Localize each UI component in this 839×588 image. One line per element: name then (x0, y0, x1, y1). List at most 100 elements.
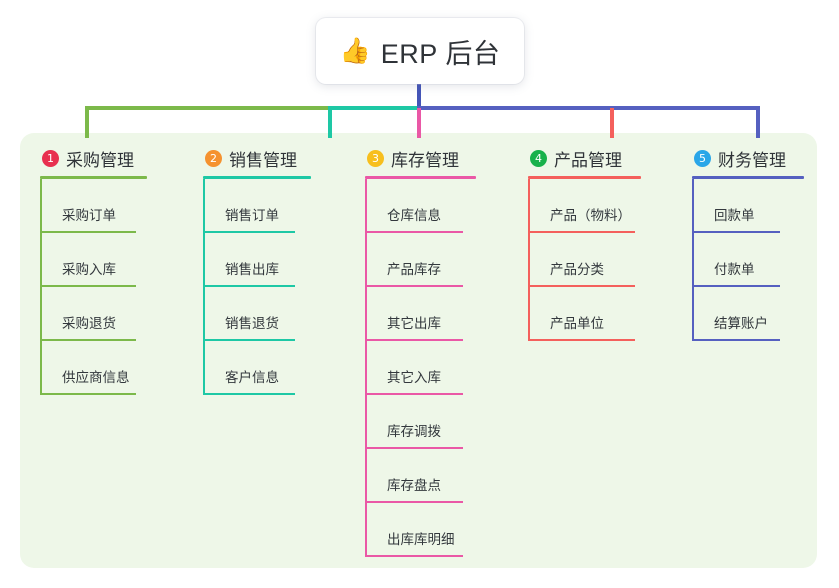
branch-items-2: 销售订单销售出库销售退货客户信息 (203, 179, 311, 395)
leaf-node[interactable]: 付款单 (692, 233, 804, 287)
connector-drop-3 (417, 108, 421, 138)
branch-items-3: 仓库信息产品库存其它出库其它入库库存调拨库存盘点出库库明细 (365, 179, 476, 557)
leaf-node[interactable]: 产品（物料） (528, 179, 641, 233)
leaf-node-underline (367, 555, 463, 557)
branch-header-2[interactable]: 2 销售管理 (203, 145, 311, 171)
branch-badge-3: 3 (367, 149, 384, 167)
leaf-node[interactable]: 其它入库 (365, 341, 476, 395)
branch-underline-4 (528, 176, 641, 179)
branch-badge-4: 4 (530, 149, 547, 167)
branch-header-1[interactable]: 1 采购管理 (40, 145, 147, 171)
branch-header-4[interactable]: 4 产品管理 (528, 145, 641, 171)
branch-title-1: 采购管理 (66, 150, 134, 170)
branch-title-4: 产品管理 (554, 150, 622, 170)
leaf-node[interactable]: 库存盘点 (365, 449, 476, 503)
branch-underline-5 (692, 176, 804, 179)
diagram-panel (20, 133, 817, 568)
branch-column-3: 3 库存管理仓库信息产品库存其它出库其它入库库存调拨库存盘点出库库明细 (365, 145, 476, 557)
branch-badge-2: 2 (205, 149, 222, 167)
leaf-node[interactable]: 产品分类 (528, 233, 641, 287)
leaf-node-underline (694, 339, 780, 341)
branch-underline-2 (203, 176, 311, 179)
branch-badge-5: 5 (694, 149, 711, 167)
leaf-node-underline (42, 285, 136, 287)
leaf-node[interactable]: 出库库明细 (365, 503, 476, 557)
leaf-node-underline (530, 231, 635, 233)
leaf-node-label: 产品分类 (550, 262, 604, 277)
branch-spine-3 (365, 179, 367, 557)
leaf-node-label: 采购订单 (62, 208, 116, 223)
thumbs-up-icon: 👍 (339, 36, 371, 65)
leaf-node-label: 出库库明细 (387, 532, 455, 547)
leaf-node-label: 仓库信息 (387, 208, 441, 223)
connector-drop-1 (85, 108, 89, 138)
root-node-title: ERP 后台 (380, 38, 501, 69)
leaf-node-underline (367, 231, 463, 233)
branch-column-2: 2 销售管理销售订单销售出库销售退货客户信息 (203, 145, 311, 395)
leaf-node-label: 产品单位 (550, 316, 604, 331)
leaf-node[interactable]: 采购退货 (40, 287, 147, 341)
branch-spine-4 (528, 179, 530, 341)
branch-title-2: 销售管理 (229, 150, 297, 170)
leaf-node-underline (42, 393, 136, 395)
leaf-node-underline (367, 447, 463, 449)
connector-bar-teal (328, 106, 420, 110)
leaf-node[interactable]: 回款单 (692, 179, 804, 233)
root-node[interactable]: 👍 ERP 后台 (316, 18, 524, 84)
leaf-node-underline (367, 393, 463, 395)
branch-items-5: 回款单付款单结算账户 (692, 179, 804, 341)
branch-underline-1 (40, 176, 147, 179)
leaf-node-underline (205, 231, 295, 233)
leaf-node[interactable]: 其它出库 (365, 287, 476, 341)
leaf-node[interactable]: 采购订单 (40, 179, 147, 233)
leaf-node-label: 销售订单 (225, 208, 279, 223)
leaf-node-label: 库存调拨 (387, 424, 441, 439)
leaf-node-label: 结算账户 (714, 316, 768, 331)
connector-root-stem (417, 84, 421, 108)
leaf-node[interactable]: 销售出库 (203, 233, 311, 287)
leaf-node-underline (42, 231, 136, 233)
branch-underline-3 (365, 176, 476, 179)
leaf-node-label: 产品（物料） (550, 208, 631, 223)
branch-header-5[interactable]: 5 财务管理 (692, 145, 804, 171)
branch-badge-1: 1 (42, 149, 59, 167)
branch-items-1: 采购订单采购入库采购退货供应商信息 (40, 179, 147, 395)
leaf-node-underline (367, 339, 463, 341)
leaf-node[interactable]: 库存调拨 (365, 395, 476, 449)
leaf-node[interactable]: 结算账户 (692, 287, 804, 341)
connector-drop-2 (328, 108, 332, 138)
leaf-node-label: 产品库存 (387, 262, 441, 277)
branch-header-3[interactable]: 3 库存管理 (365, 145, 476, 171)
connector-bar-blue (417, 106, 760, 110)
leaf-node-underline (694, 285, 780, 287)
leaf-node-underline (205, 393, 295, 395)
leaf-node-underline (530, 339, 635, 341)
branch-title-5: 财务管理 (718, 150, 786, 170)
leaf-node-label: 库存盘点 (387, 478, 441, 493)
leaf-node[interactable]: 供应商信息 (40, 341, 147, 395)
leaf-node[interactable]: 销售退货 (203, 287, 311, 341)
leaf-node[interactable]: 客户信息 (203, 341, 311, 395)
leaf-node[interactable]: 仓库信息 (365, 179, 476, 233)
leaf-node-label: 付款单 (714, 262, 755, 277)
leaf-node[interactable]: 产品库存 (365, 233, 476, 287)
leaf-node-label: 销售出库 (225, 262, 279, 277)
connector-bar-green (85, 106, 330, 110)
leaf-node[interactable]: 产品单位 (528, 287, 641, 341)
leaf-node[interactable]: 销售订单 (203, 179, 311, 233)
leaf-node-underline (530, 285, 635, 287)
branch-title-3: 库存管理 (391, 150, 459, 170)
leaf-node[interactable]: 采购入库 (40, 233, 147, 287)
connector-drop-5 (756, 108, 760, 138)
leaf-node-label: 其它入库 (387, 370, 441, 385)
leaf-node-label: 采购入库 (62, 262, 116, 277)
branch-column-5: 5 财务管理回款单付款单结算账户 (692, 145, 804, 341)
leaf-node-label: 其它出库 (387, 316, 441, 331)
leaf-node-label: 客户信息 (225, 370, 279, 385)
leaf-node-label: 销售退货 (225, 316, 279, 331)
leaf-node-label: 采购退货 (62, 316, 116, 331)
branch-spine-5 (692, 179, 694, 341)
connector-drop-4 (610, 108, 614, 138)
branch-spine-1 (40, 179, 42, 395)
